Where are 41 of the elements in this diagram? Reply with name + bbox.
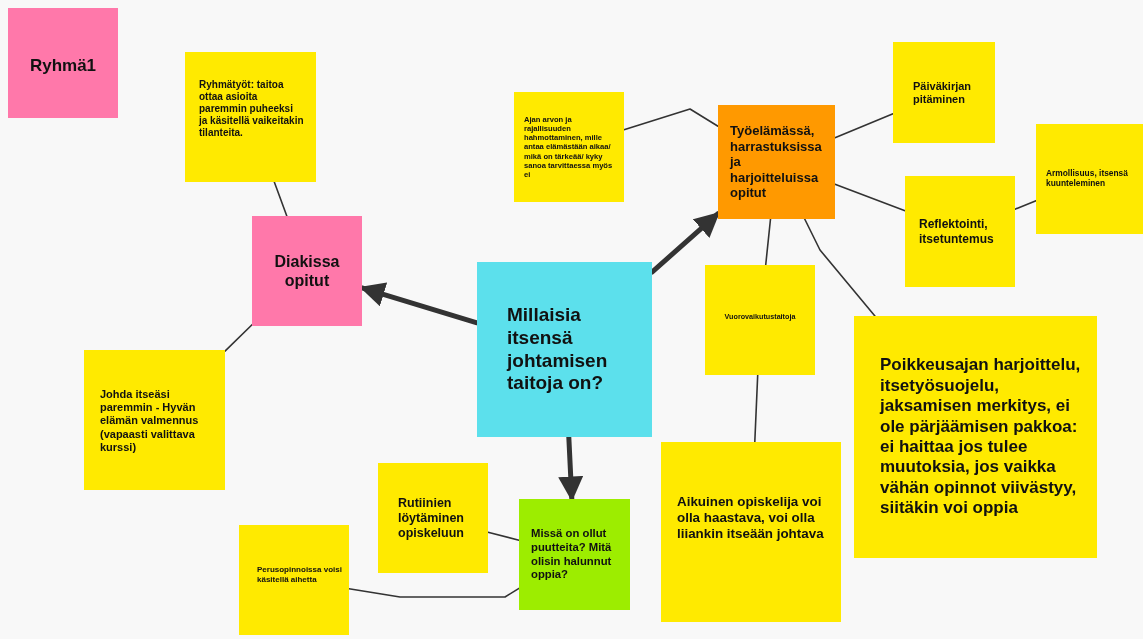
sticky-note	[519, 499, 630, 610]
connector-line	[834, 112, 894, 139]
sticky-note	[8, 8, 118, 118]
note-text: Johda itseäsi paremmin - Hyvän elämän valmennus (vapaasti valittava kurssi)	[100, 388, 200, 454]
note-text: Rutiinien löytäminen opiskeluun	[398, 495, 465, 541]
sticky-note	[705, 265, 815, 375]
sticky-note	[905, 176, 1015, 287]
note-text: Missä on ollut puutteita? Mitä olisin halunnut oppia?	[531, 527, 613, 582]
connector-line	[224, 323, 253, 352]
sticky-note	[252, 216, 362, 326]
sticky-note	[84, 350, 225, 490]
connector-line	[273, 181, 288, 217]
sticky-note	[477, 262, 652, 437]
sticky-note	[893, 42, 995, 143]
note-text: Reflektointi, itsetuntemus	[919, 217, 995, 246]
note-text: Ryhmätyöt: taitoa ottaa asioita paremmin puheeksi ja käsitellä vaikeitakin tilanteita.	[199, 79, 304, 139]
sticky-note	[239, 525, 349, 635]
sticky-note	[854, 316, 1097, 558]
sticky-note	[514, 92, 624, 202]
note-text: Millaisia itsensä johtamisen taitoja on?	[507, 303, 609, 396]
sticky-note	[378, 463, 488, 573]
note-text: Poikkeusajan harjoittelu, itsetyösuojelu, jaksamisen merkitys, ei ole pärjäämisen pakkoa: ei haittaa jos tulee muutoksia, jos vaikka vähän opinnot viivästyy, siitäkin voi oppia	[880, 355, 1082, 519]
note-text: Perusopinnoissa voisi käsitellä aihetta	[257, 565, 343, 585]
connector-line	[1014, 199, 1037, 210]
note-text: Ryhmä1	[29, 56, 97, 77]
connector-line	[834, 183, 906, 212]
connector-line	[487, 531, 520, 541]
note-text: Armollisuus, itsensä kuunteleminen	[1046, 168, 1129, 189]
connector-line	[754, 374, 759, 443]
note-text: Aikuinen opiskelija voi olla haastava, voi olla liiankin itseään johtava	[677, 494, 825, 543]
connector-line	[764, 218, 772, 266]
sticky-note	[185, 52, 316, 182]
sticky-note	[661, 442, 841, 622]
connector-line	[803, 218, 876, 317]
note-text: Päiväkirjan pitäminen	[913, 80, 973, 107]
connector-line	[623, 108, 719, 131]
sticky-note	[1036, 124, 1143, 234]
sticky-note	[718, 105, 835, 219]
note-text: Diakissa opitut	[273, 252, 341, 291]
note-text: Työelämässä, harrastuksissa ja harjoitteluissa opitut	[730, 123, 823, 201]
connector-line	[348, 587, 520, 598]
